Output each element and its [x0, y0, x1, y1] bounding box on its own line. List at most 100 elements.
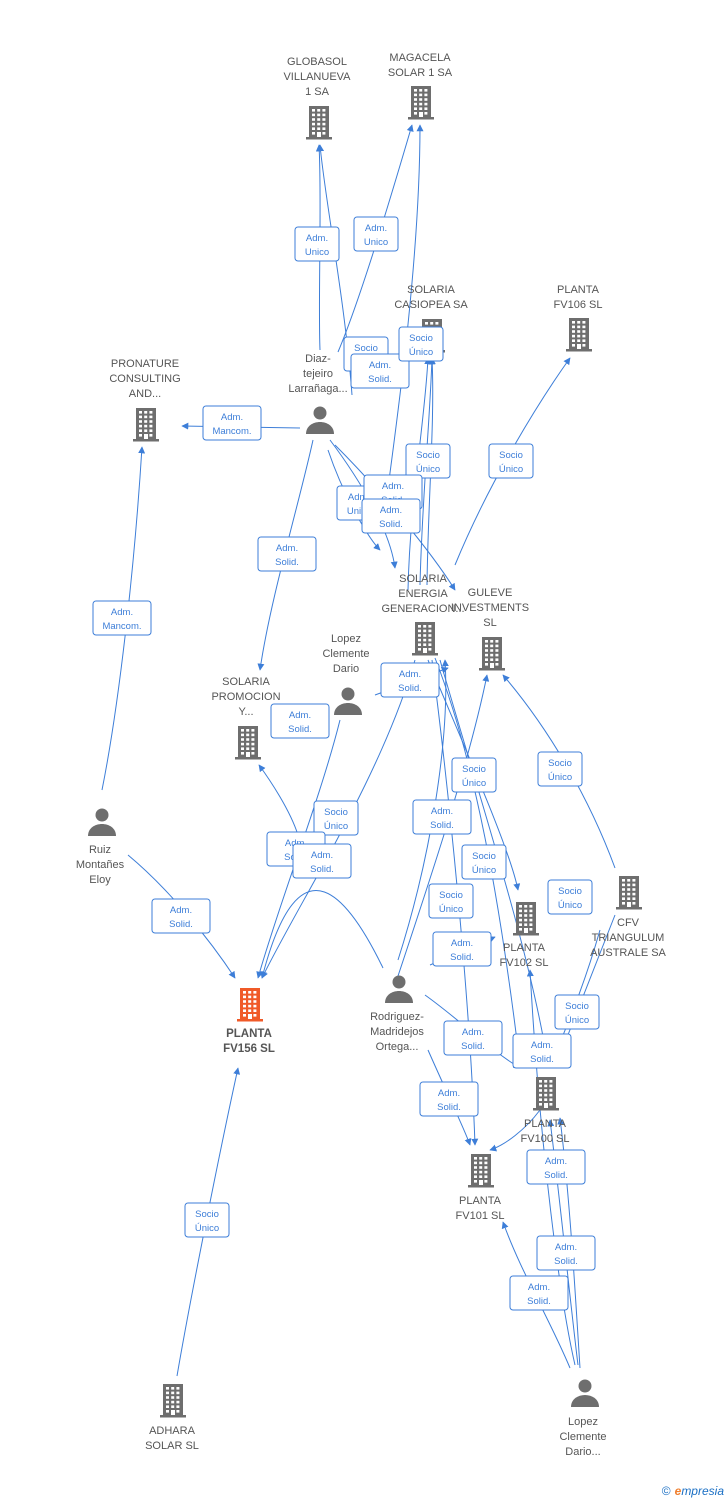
relation-text: Único [472, 865, 496, 876]
relation-label-r4[interactable]: Adm. Solid. [350, 353, 410, 389]
company-label-line: ADHARA [149, 1425, 196, 1437]
relation-text: Adm. [555, 1242, 577, 1253]
edge-26 [260, 890, 384, 979]
person-label-line: Montañes [76, 859, 125, 871]
relation-label-r6[interactable]: Adm.Mancom. [202, 405, 262, 441]
building-icon [616, 876, 642, 910]
company-label-line: AND... [129, 388, 161, 400]
relation-label-r21[interactable]: Adm.Solid. [292, 843, 352, 879]
relation-label-r29c[interactable]: Adm.Solid. [509, 1275, 569, 1311]
person-label-line: Larrañaga... [288, 383, 347, 395]
relation-text: Unico [364, 237, 388, 248]
relation-text: Adm. [528, 1282, 550, 1293]
relation-label-r15[interactable]: Adm.Solid. [270, 703, 330, 739]
edge-17 [258, 764, 299, 836]
company-node-planta-fv100[interactable]: PLANTA FV100 SL [521, 1077, 570, 1145]
relation-label-r26[interactable]: Adm.Solid. [432, 931, 492, 967]
relation-text: Único [416, 464, 440, 475]
person-icon [571, 1379, 599, 1407]
person-label-line: Rodriguez- [370, 1011, 424, 1023]
person-label-line: Ruiz [89, 844, 111, 856]
company-label-line: FV100 SL [521, 1133, 570, 1145]
relation-text: Solid. [450, 952, 474, 963]
relation-text: Único [499, 464, 523, 475]
company-label-line: FV106 SL [554, 299, 603, 311]
relation-text: Solid. [288, 724, 312, 735]
building-icon [412, 622, 438, 656]
company-label-line: CONSULTING [109, 373, 180, 385]
relation-text: Socio [439, 890, 463, 901]
relation-text: Adm. [369, 360, 391, 371]
relation-text: Socio [565, 1001, 589, 1012]
relation-label-r2[interactable]: Adm.Unico [353, 216, 399, 252]
relation-label-r12[interactable]: Adm.Solid. [257, 536, 317, 572]
person-icon [385, 975, 413, 1003]
relation-label-r11[interactable]: Adm.Solid. [361, 498, 421, 534]
relation-label-r31[interactable]: Adm.Solid. [526, 1149, 586, 1185]
relation-text: Solid. [368, 374, 392, 385]
relation-text: Único [565, 1015, 589, 1026]
person-label-line: Dario [333, 663, 359, 675]
company-label-line: TRIANGULUM [592, 932, 665, 944]
relation-text: Adm. [462, 1027, 484, 1038]
person-label-line: Lopez [568, 1416, 598, 1428]
company-node-planta-fv106[interactable]: PLANTA FV106 SL [554, 284, 603, 352]
relation-label-r25[interactable]: Adm.Solid. [151, 898, 211, 934]
relation-label-r30[interactable]: Adm.Solid. [419, 1081, 479, 1117]
relation-label-r28[interactable]: Adm.Solid. [443, 1020, 503, 1056]
relation-label-r1[interactable]: Adm.Unico [294, 226, 340, 262]
relation-text: Socio [354, 343, 378, 354]
building-icon [468, 1154, 494, 1188]
brand-footer[interactable]: ©empresia [662, 1484, 724, 1498]
company-label-line: PRONATURE [111, 358, 179, 370]
relation-text: Adm. [531, 1040, 553, 1051]
relation-label-r19[interactable]: Adm.Solid. [412, 799, 472, 835]
company-label-line: GULEVE [468, 587, 513, 599]
company-label-line: Y... [238, 706, 253, 718]
relation-label-r13[interactable]: Adm.Mancom. [92, 600, 152, 636]
relation-label-r29b[interactable]: Adm.Solid. [536, 1235, 596, 1271]
relation-text: Solid. [275, 557, 299, 568]
company-label-line: PLANTA [459, 1195, 502, 1207]
relation-label-r29[interactable]: Adm.Solid. [512, 1033, 572, 1069]
edge-33 [489, 1109, 541, 1152]
relation-text: Socio [195, 1209, 219, 1220]
relation-text: Solid. [430, 820, 454, 831]
company-label-line: PLANTA [524, 1118, 567, 1130]
company-label-line: PLANTA [557, 284, 600, 296]
company-node-pronature[interactable]: PRONATURE CONSULTING AND... [109, 358, 181, 442]
relation-label-r14[interactable]: Adm.Solid. [380, 662, 440, 698]
relation-text: Único [195, 1223, 219, 1234]
relation-text: Socio [462, 764, 486, 775]
relation-labels-layer: Adm.UnicoAdm.UnicoSocioÚnicoAdm.Solid.So… [92, 216, 600, 1311]
